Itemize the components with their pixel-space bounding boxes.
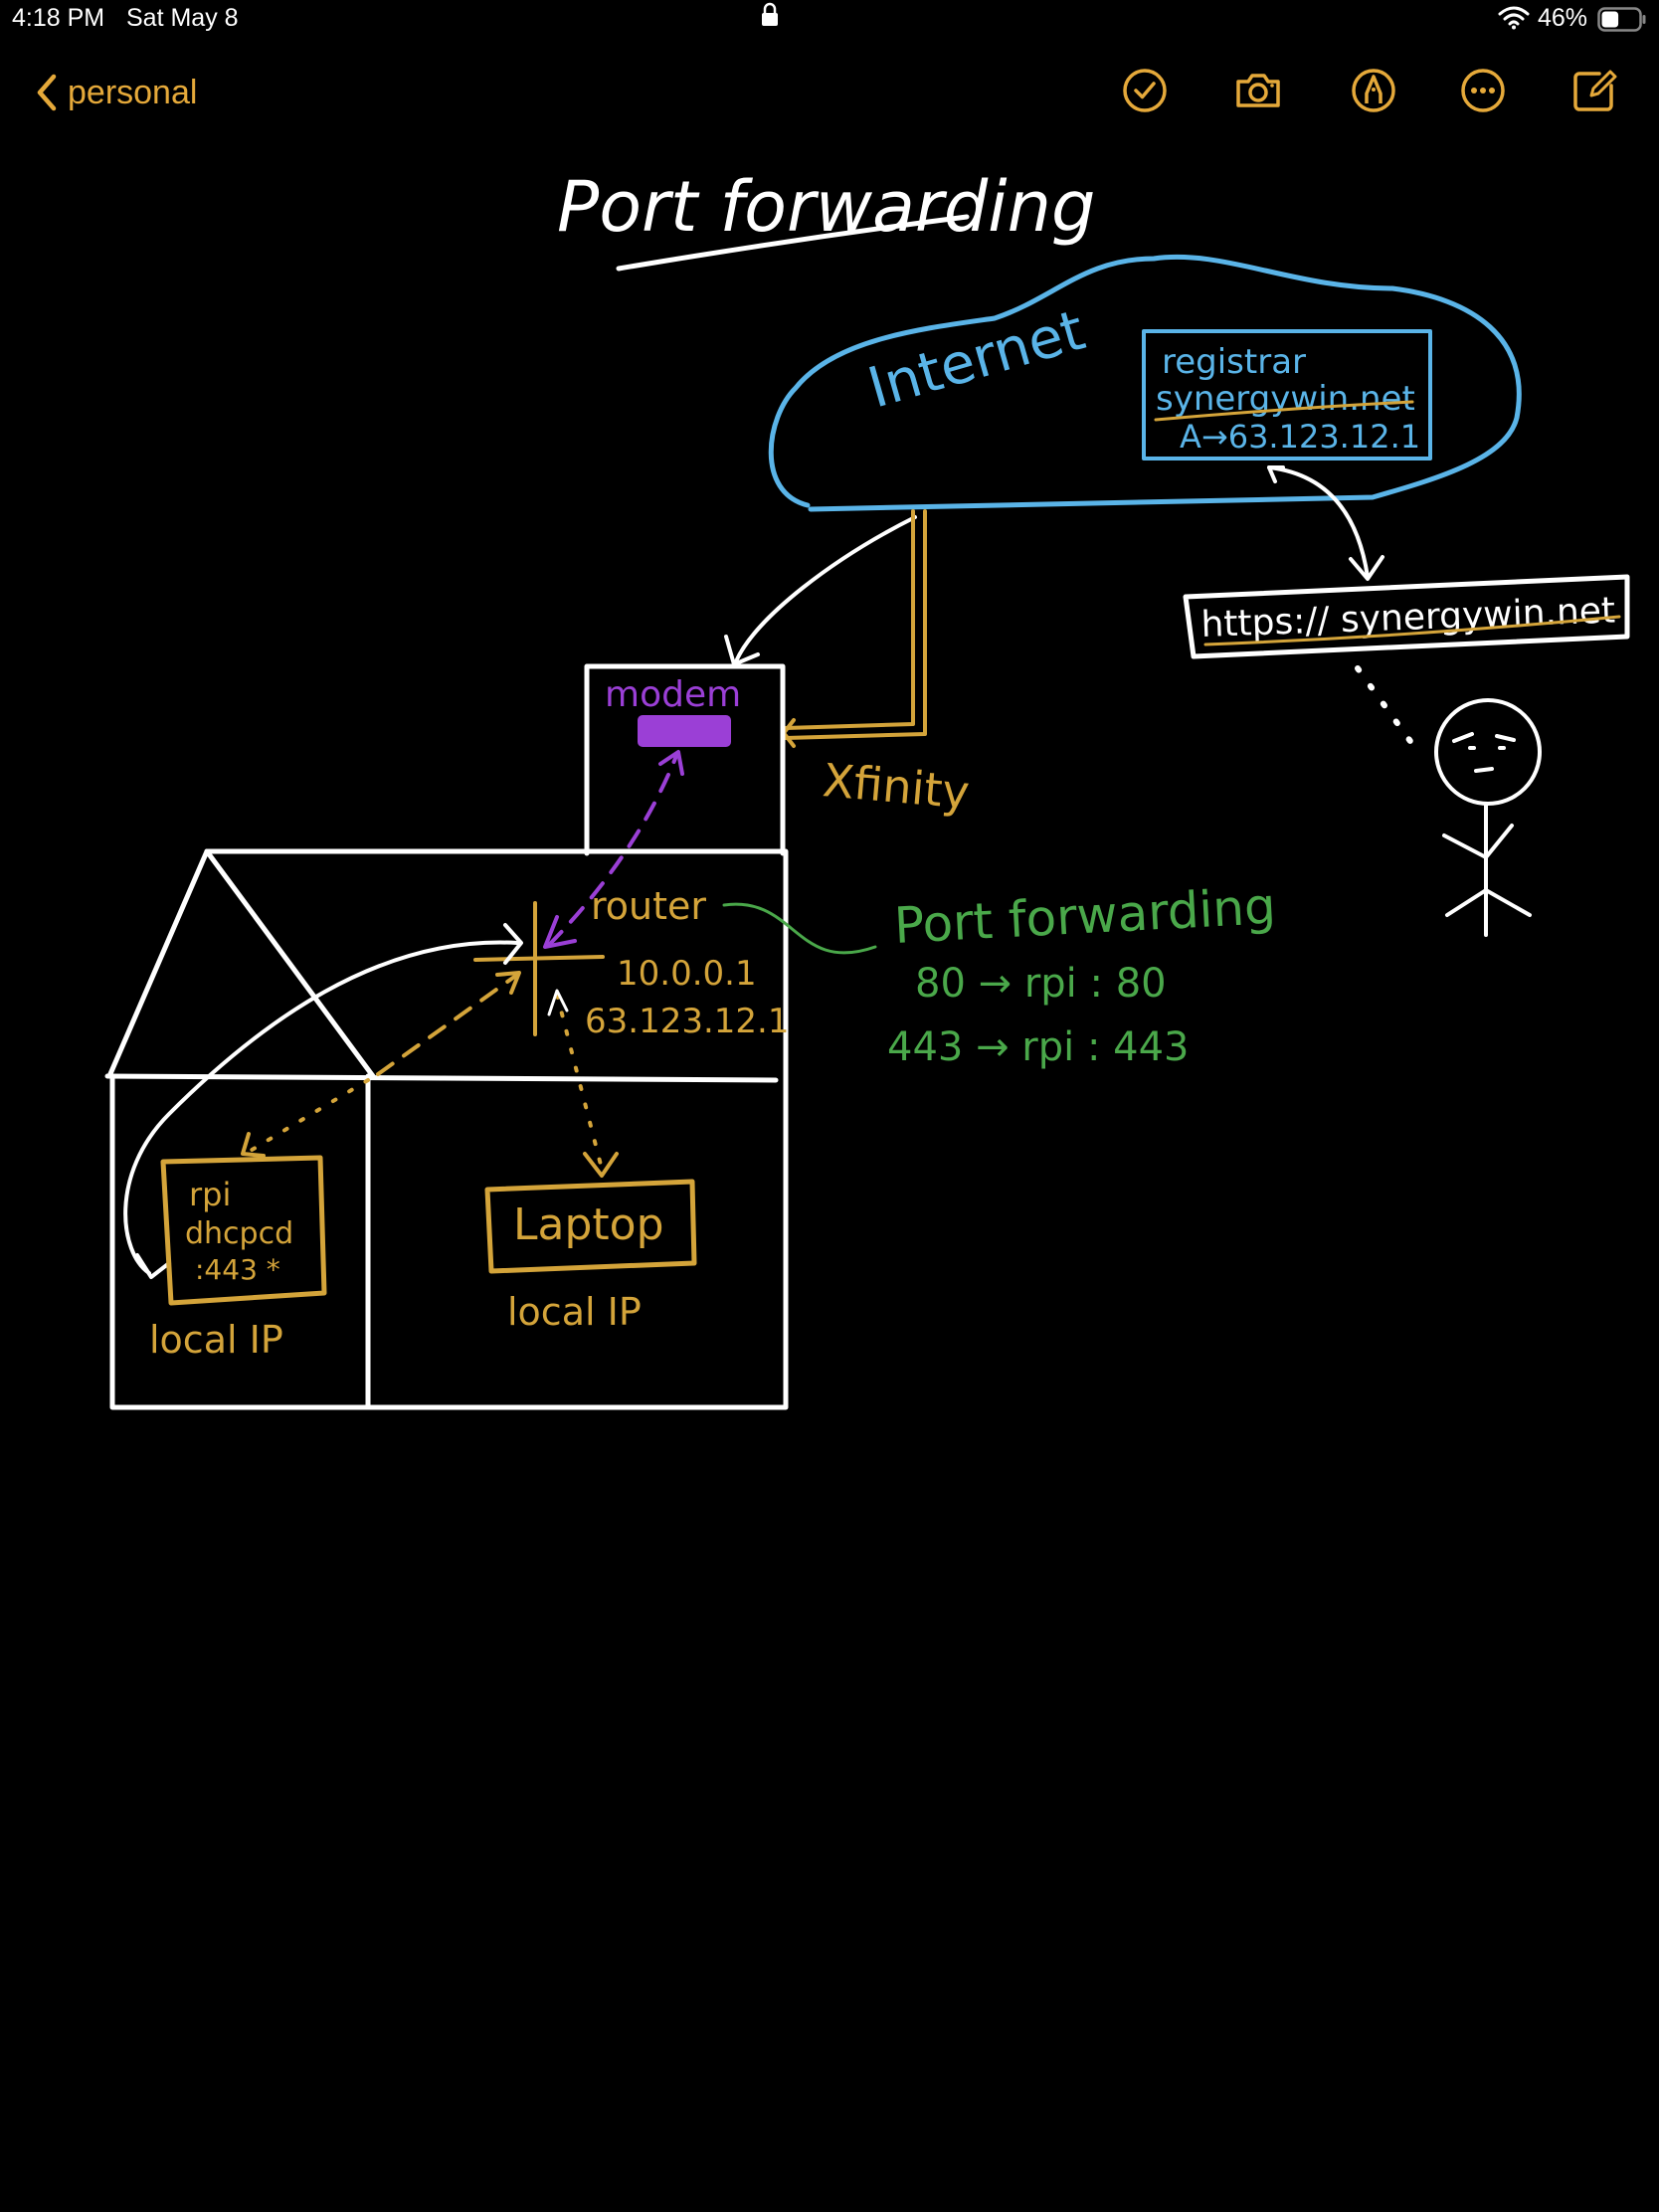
url-bar-box <box>1183 574 1630 659</box>
camera-icon <box>1236 74 1280 107</box>
portfwd-rule-2: 443 → rpi : 443 <box>887 1024 1190 1070</box>
internet-to-modem-arrow <box>734 515 917 663</box>
router-label: router <box>591 884 706 928</box>
internet-label: Internet <box>861 298 1092 422</box>
router-local-ip: 10.0.0.1 <box>617 954 757 994</box>
portfwd-rule-1: 80 → rpi : 80 <box>915 961 1167 1007</box>
status-date: Sat May 8 <box>126 4 239 32</box>
title-underline <box>616 214 970 272</box>
checklist-button[interactable] <box>1120 66 1170 115</box>
lock-icon <box>760 2 780 33</box>
internet-cloud <box>768 254 1522 512</box>
rpi-box <box>160 1155 327 1306</box>
note-canvas[interactable]: Port forwarding Internet registrar syner… <box>0 119 1659 2212</box>
compose-button[interactable] <box>1569 66 1619 115</box>
rpi-line-3: :443 * <box>195 1253 280 1286</box>
status-time: 4:18 PM <box>12 4 105 32</box>
registrar-domain: synergywin.net <box>1156 379 1415 419</box>
router-to-rpi-curve <box>123 940 519 1275</box>
router-to-portfwd-line <box>722 902 877 955</box>
handwritten-diagram: Port forwarding Internet registrar syner… <box>104 166 1630 1410</box>
user-stick-figure <box>1434 698 1542 937</box>
xfinity-cable <box>784 509 927 740</box>
rpi-caption: local IP <box>149 1318 283 1362</box>
router-symbol <box>473 901 605 1036</box>
registrar-record: A→63.123.12.1 <box>1180 418 1420 456</box>
markup-button[interactable] <box>1349 66 1398 115</box>
notes-toolbar: personal <box>0 56 1659 125</box>
router-to-laptop-dotted <box>555 993 604 1171</box>
battery-icon <box>1597 7 1647 38</box>
camera-button[interactable] <box>1233 66 1283 115</box>
laptop-label: Laptop <box>513 1199 664 1250</box>
back-button-label: personal <box>68 73 198 111</box>
more-options-button[interactable] <box>1458 66 1508 115</box>
rpi-line-2: dhcpcd <box>185 1216 293 1251</box>
status-bar: 4:18 PM Sat May 8 46% <box>0 0 1659 40</box>
router-public-ip: 63.123.12.1 <box>585 1002 789 1041</box>
isp-label: Xfinity <box>821 753 972 820</box>
checklist-icon <box>1123 69 1167 112</box>
registrar-label: registrar <box>1162 342 1306 382</box>
house-outline <box>104 848 789 1410</box>
laptop-box <box>484 1179 697 1274</box>
markup-pen-icon <box>1352 69 1395 112</box>
rpi-to-router-dashed <box>376 973 519 1076</box>
wifi-icon <box>1498 6 1530 35</box>
more-options-icon <box>1461 69 1505 112</box>
laptop-caption: local IP <box>507 1290 642 1334</box>
chevron-left-icon <box>37 74 57 111</box>
modem-device <box>638 715 731 747</box>
rpi-line-1: rpi <box>189 1176 231 1213</box>
registrar-box <box>1142 329 1432 461</box>
url-bar-text: https:// synergywin.net <box>1200 590 1616 645</box>
battery-fill <box>1601 11 1619 28</box>
user-dotted-line <box>1355 665 1415 747</box>
modem-label: modem <box>605 674 741 715</box>
battery-percent: 46% <box>1538 4 1588 32</box>
registrar-to-url-arrow <box>1267 465 1370 579</box>
router-to-modem-dashed <box>547 754 678 947</box>
modem-box <box>584 663 786 856</box>
back-button[interactable]: personal <box>36 68 197 117</box>
compose-icon <box>1573 70 1617 111</box>
registrar-divider <box>1154 400 1414 422</box>
portfwd-heading: Port forwarding <box>893 877 1278 955</box>
